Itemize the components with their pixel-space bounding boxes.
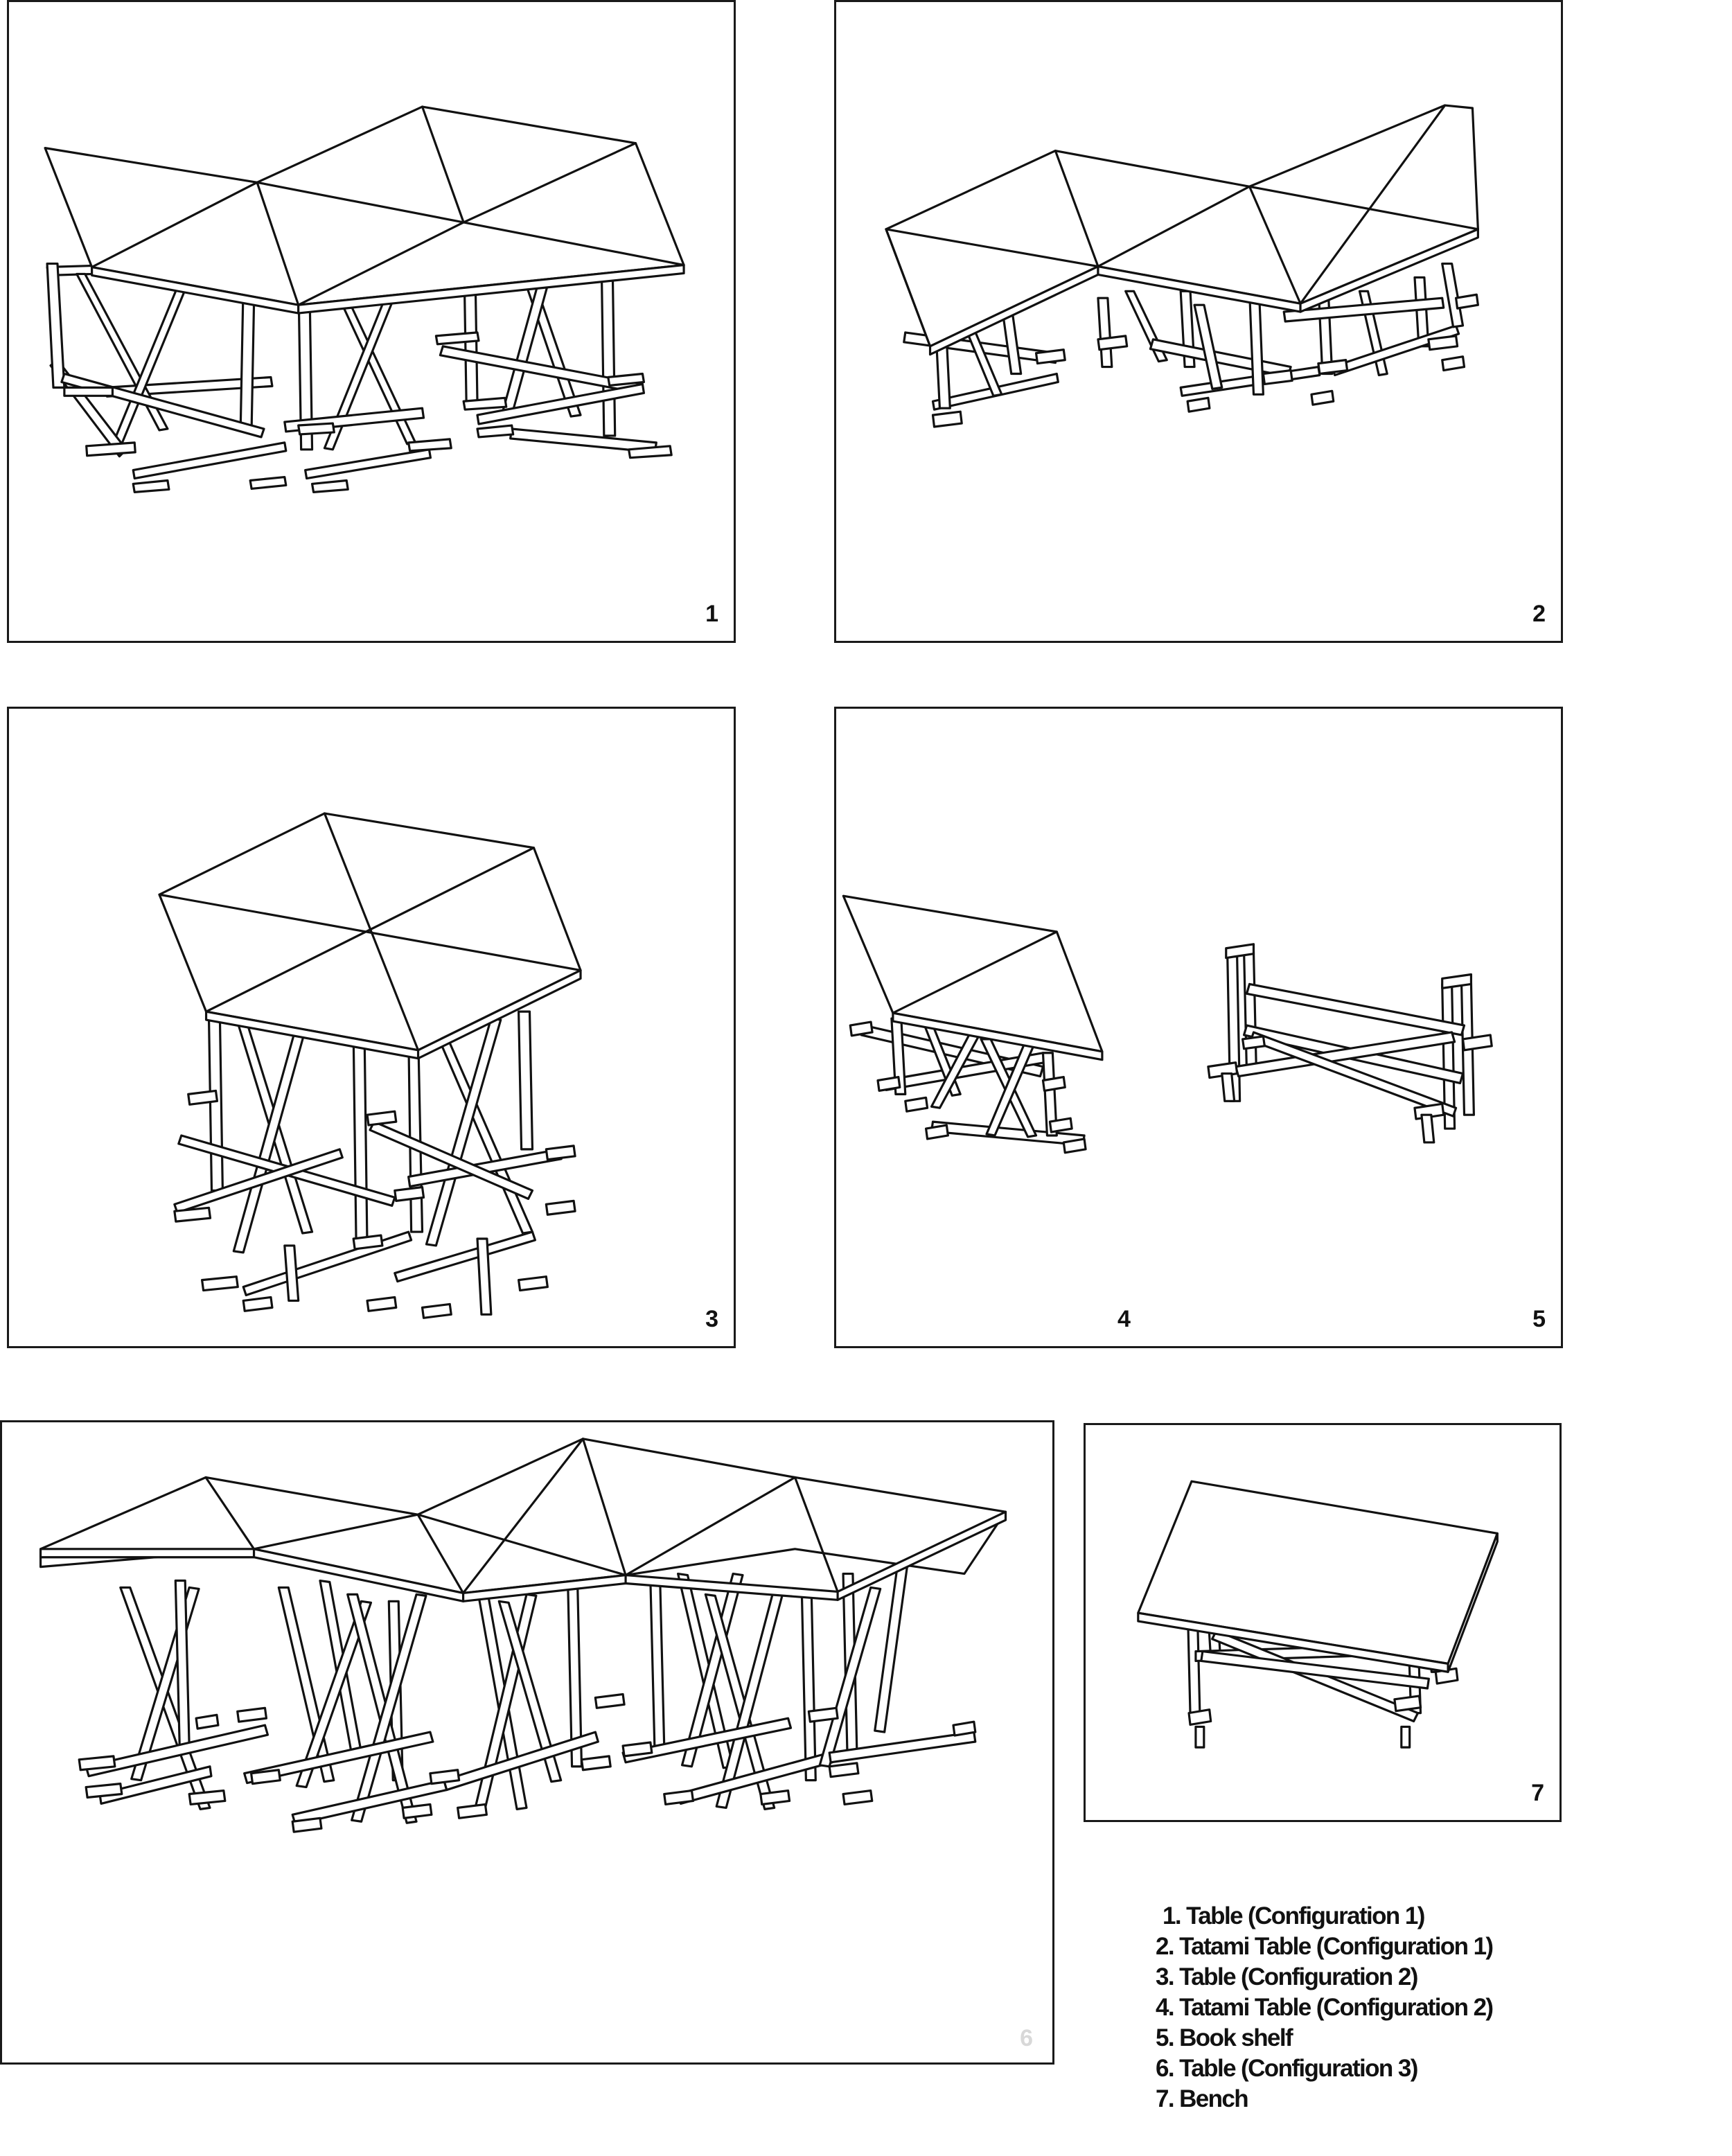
panel-table-configuration-3: 6 [0, 1420, 1054, 2065]
table-configuration-3-drawing [39, 1438, 1007, 1833]
legend-item: 1. Table (Configuration 1) [1163, 1902, 1425, 1929]
legend-item: 6. Table (Configuration 3) [1156, 2055, 1418, 2082]
table-legs [173, 1010, 563, 1316]
panel-number: 6 [1020, 2025, 1033, 2051]
table-feet [63, 331, 673, 493]
table-legs [85, 1559, 977, 1826]
legend: 1. Table (Configuration 1) 2. Tatami Tab… [1156, 1901, 1585, 2114]
legend-item: 5. Book shelf [1156, 2024, 1293, 2051]
bench-seat [1137, 1480, 1499, 1673]
panel-number: 4 [1117, 1306, 1131, 1332]
tatami-table-configuration-1-drawing [885, 104, 1479, 428]
panel-number: 7 [1531, 1780, 1544, 1806]
panel-number: 1 [705, 601, 718, 627]
tatami-legs [860, 1010, 1086, 1147]
legend-item: 4. Tatami Table (Configuration 2) [1156, 1994, 1494, 2021]
panel-bench: 7 [1084, 1423, 1562, 1822]
bench-drawing [1137, 1480, 1499, 1749]
panel-table-configuration-2: 3 [7, 707, 736, 1348]
legend-item: 2. Tatami Table (Configuration 1) [1156, 1933, 1494, 1960]
legend-item: 7. Bench [1156, 2085, 1249, 2112]
panel-number: 3 [705, 1306, 718, 1332]
table-feet [173, 1089, 576, 1319]
tatami-tabletop [842, 894, 1104, 1061]
panel-tatami-table-configuration-1: 2 [834, 0, 1563, 643]
tatami-table-configuration-2-drawing [842, 894, 1493, 1154]
legend-item: 3. Table (Configuration 2) [1156, 1963, 1418, 1990]
book-shelf-drawing [1207, 943, 1493, 1144]
panel-table-configuration-1: 1 [7, 0, 736, 643]
panel-number: 5 [1532, 1306, 1546, 1332]
table-configuration-2-drawing [158, 812, 582, 1319]
table-configuration-1-drawing [44, 105, 685, 493]
table-legs [46, 221, 657, 480]
panel-tatami-table-configuration-2-and-book-shelf: 4 5 [834, 707, 1563, 1348]
tabletop [158, 812, 582, 1060]
tatami-feet [931, 293, 1479, 428]
table-feet [78, 1693, 977, 1833]
panel-number: 2 [1532, 601, 1546, 627]
tabletop [44, 105, 685, 315]
tatami-feet [849, 1020, 1087, 1154]
tatami-tabletop [885, 104, 1479, 356]
tabletop [39, 1438, 1007, 1602]
